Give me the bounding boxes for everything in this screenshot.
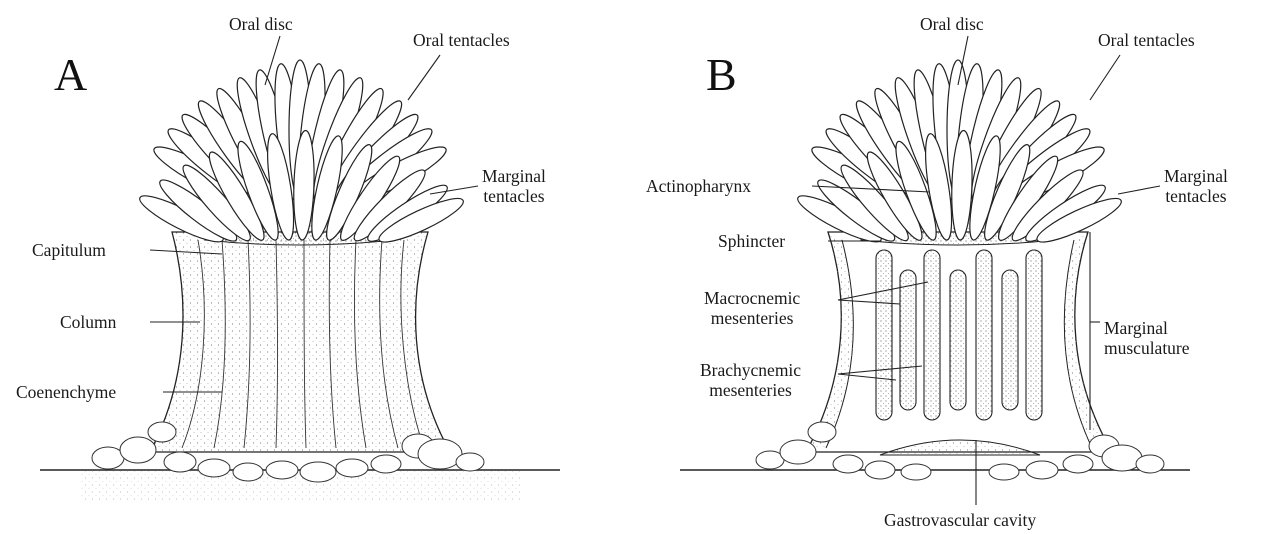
label-brachycnemic-mesenteries: Brachycnemic mesenteries [700,360,801,400]
panel-a-drawing [40,60,560,500]
label-gastrovascular-cavity: Gastrovascular cavity [884,510,1036,530]
label-marginal-tentacles-a: Marginal tentacles [482,166,546,206]
column-body [150,232,450,452]
macrocnemic-mesentery [1026,250,1042,420]
panel-a-letter: A [54,52,87,98]
macrocnemic-mesentery [876,250,892,420]
label-macrocnemic-mesenteries: Macrocnemic mesenteries [704,288,800,328]
panel-b-letter: B [706,52,737,98]
brachycnemic-mesentery [900,270,916,410]
label-marginal-tentacles-b: Marginal tentacles [1164,166,1228,206]
macrocnemic-mesentery [924,250,940,420]
label-marginal-musculature: Marginal musculature [1104,318,1190,358]
label-capitulum: Capitulum [32,240,106,260]
label-oral-disc-b: Oral disc [920,14,984,34]
brachycnemic-mesentery [950,270,966,410]
macrocnemic-mesentery [976,250,992,420]
label-column: Column [60,312,116,332]
label-coenenchyme: Coenenchyme [16,382,116,402]
panel-b-drawing [680,60,1190,480]
label-oral-tentacles-a: Oral tentacles [413,30,510,50]
brachycnemic-mesentery [1002,270,1018,410]
label-sphincter: Sphincter [718,231,785,251]
label-oral-disc-a: Oral disc [229,14,293,34]
label-oral-tentacles-b: Oral tentacles [1098,30,1195,50]
label-actinopharynx: Actinopharynx [646,176,751,196]
